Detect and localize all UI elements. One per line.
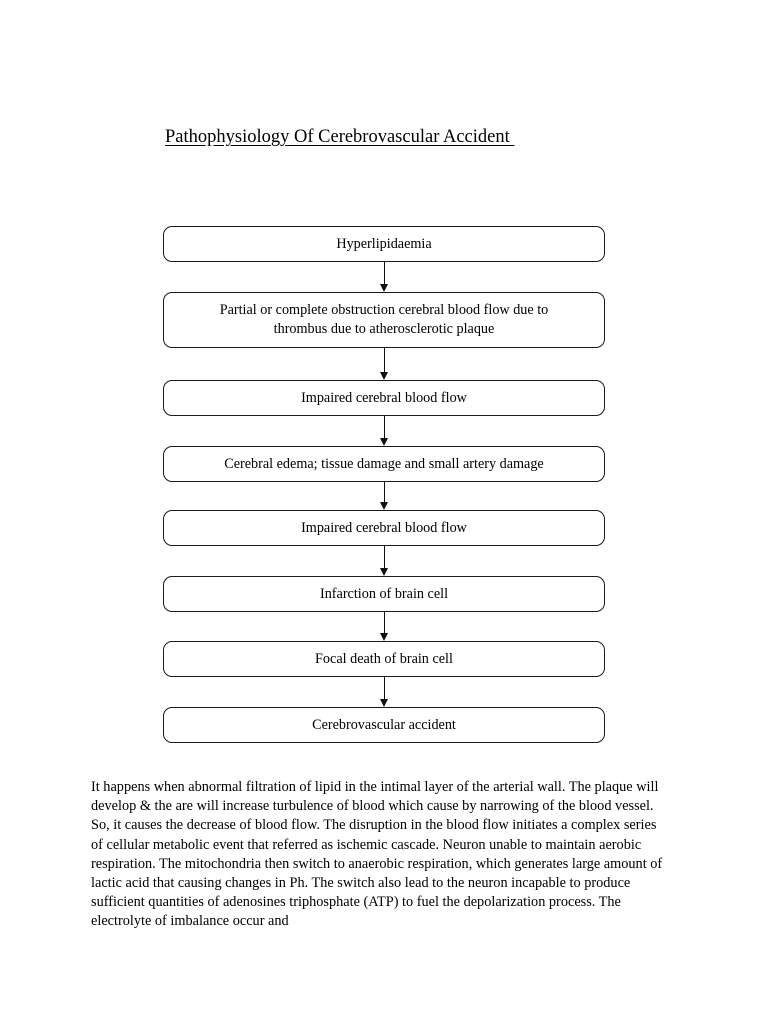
flow-node-infarction[interactable]: Infarction of brain cell <box>163 576 605 612</box>
body-paragraph: It happens when abnormal filtration of l… <box>91 779 663 930</box>
page-title: Pathophysiology Of Cerebrovascular Accid… <box>165 127 515 147</box>
flow-node-cerebral-edema[interactable]: Cerebral edema; tissue damage and small … <box>163 446 605 482</box>
flow-node-label: Infarction of brain cell <box>319 585 449 602</box>
flow-node-focal-death[interactable]: Focal death of brain cell <box>163 641 605 677</box>
flow-node-label: Impaired cerebral blood flow <box>301 389 467 406</box>
flow-node-impaired-flow-2[interactable]: Impaired cerebral blood flow <box>163 510 605 546</box>
arrow-down-icon <box>380 348 389 380</box>
arrow-down-icon <box>380 677 389 707</box>
flow-node-label: Cerebral edema; tissue damage and small … <box>224 455 544 472</box>
flow-node-cerebrovascular-accident[interactable]: Cerebrovascular accident <box>163 707 605 743</box>
flow-node-obstruction[interactable]: Partial or complete obstruction cerebral… <box>163 292 605 348</box>
flow-node-label: Partial or complete obstruction cerebral… <box>219 302 549 337</box>
flow-node-label: Hyperlipidaemia <box>336 235 432 252</box>
flow-node-impaired-flow-1[interactable]: Impaired cerebral blood flow <box>163 380 605 416</box>
flow-node-label: Cerebrovascular accident <box>312 716 456 733</box>
arrow-down-icon <box>380 482 389 510</box>
arrow-down-icon <box>380 546 389 576</box>
flow-node-label: Impaired cerebral blood flow <box>301 519 467 536</box>
body-paragraph-container: It happens when abnormal filtration of l… <box>91 778 671 932</box>
flow-node-label: Focal death of brain cell <box>315 650 453 667</box>
arrow-down-icon <box>380 612 389 641</box>
arrow-down-icon <box>380 262 389 292</box>
flow-node-hyperlipidaemia[interactable]: Hyperlipidaemia <box>163 226 605 262</box>
arrow-down-icon <box>380 416 389 446</box>
